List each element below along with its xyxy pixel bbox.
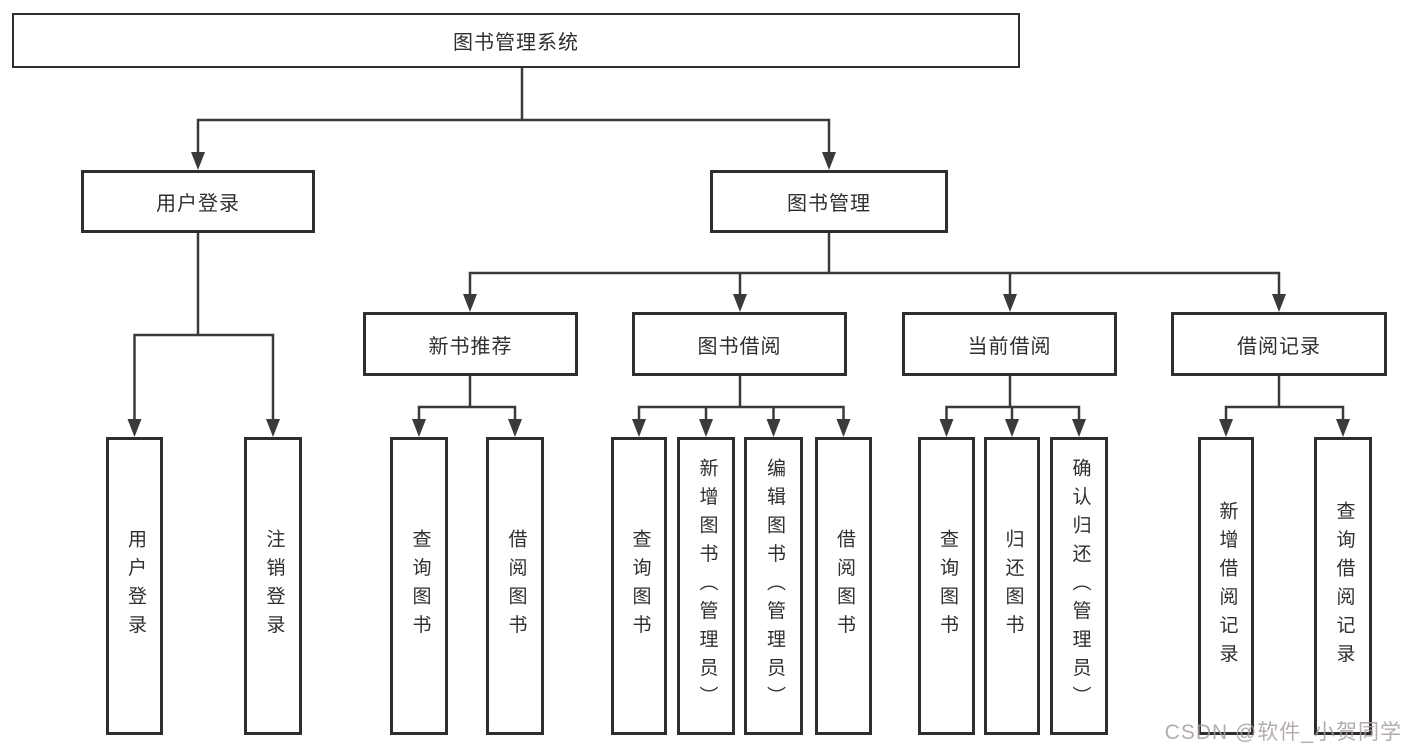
node-book-management: 图书管理 [710, 170, 948, 233]
leaf-add-borrow-record-label: 新增借阅记录 [1216, 500, 1238, 672]
leaf-current-query-books: 查询图书 [918, 437, 975, 735]
leaf-recommend-borrow-books: 借阅图书 [486, 437, 544, 735]
leaf-user-login-label: 用户登录 [124, 529, 146, 643]
leaf-query-borrow-record-label: 查询借阅记录 [1333, 500, 1355, 672]
node-user-login: 用户登录 [81, 170, 315, 233]
node-borrow-records-label: 借阅记录 [1237, 335, 1321, 358]
leaf-return-books: 归还图书 [984, 437, 1040, 735]
leaf-logout-label: 注销登录 [263, 529, 285, 643]
leaf-add-borrow-record: 新增借阅记录 [1198, 437, 1254, 735]
node-library-system: 图书管理系统 [12, 13, 1020, 68]
leaf-borrow-query-books: 查询图书 [611, 437, 667, 735]
leaf-return-books-label: 归还图书 [1002, 529, 1024, 643]
arrowheads [127, 152, 1350, 437]
node-new-book-recommend: 新书推荐 [363, 312, 578, 376]
leaf-borrow-query-books-label: 查询图书 [629, 529, 651, 643]
leaf-recommend-borrow-books-label: 借阅图书 [505, 529, 527, 643]
leaf-recommend-query-books-label: 查询图书 [409, 529, 431, 643]
node-book-management-label: 图书管理 [787, 193, 871, 215]
leaf-current-query-books-label: 查询图书 [936, 529, 958, 643]
leaf-query-borrow-record: 查询借阅记录 [1314, 437, 1372, 735]
leaf-logout: 注销登录 [244, 437, 302, 735]
connector-spines [133, 66, 1345, 422]
leaf-confirm-return-admin: 确认归还（管理员） [1050, 437, 1108, 735]
node-new-book-recommend-label: 新书推荐 [428, 335, 513, 358]
node-user-login-label: 用户登录 [156, 193, 240, 215]
node-book-borrow: 图书借阅 [632, 312, 847, 376]
leaf-edit-books-admin: 编辑图书（管理员） [744, 437, 803, 735]
node-current-borrow-label: 当前借阅 [967, 335, 1052, 358]
leaf-borrow-books-label: 借阅图书 [833, 529, 855, 643]
leaf-recommend-query-books: 查询图书 [390, 437, 448, 735]
leaf-confirm-return-admin-label: 确认归还（管理员） [1069, 457, 1091, 715]
leaf-add-books-admin-label: 新增图书（管理员） [696, 457, 718, 715]
leaf-user-login: 用户登录 [106, 437, 163, 735]
node-book-borrow-label: 图书借阅 [697, 335, 782, 358]
leaf-borrow-books: 借阅图书 [815, 437, 872, 735]
leaf-add-books-admin: 新增图书（管理员） [677, 437, 735, 735]
node-borrow-records: 借阅记录 [1171, 312, 1387, 376]
leaf-edit-books-admin-label: 编辑图书（管理员） [763, 457, 785, 715]
node-current-borrow: 当前借阅 [902, 312, 1117, 376]
node-library-system-label: 图书管理系统 [453, 32, 579, 54]
